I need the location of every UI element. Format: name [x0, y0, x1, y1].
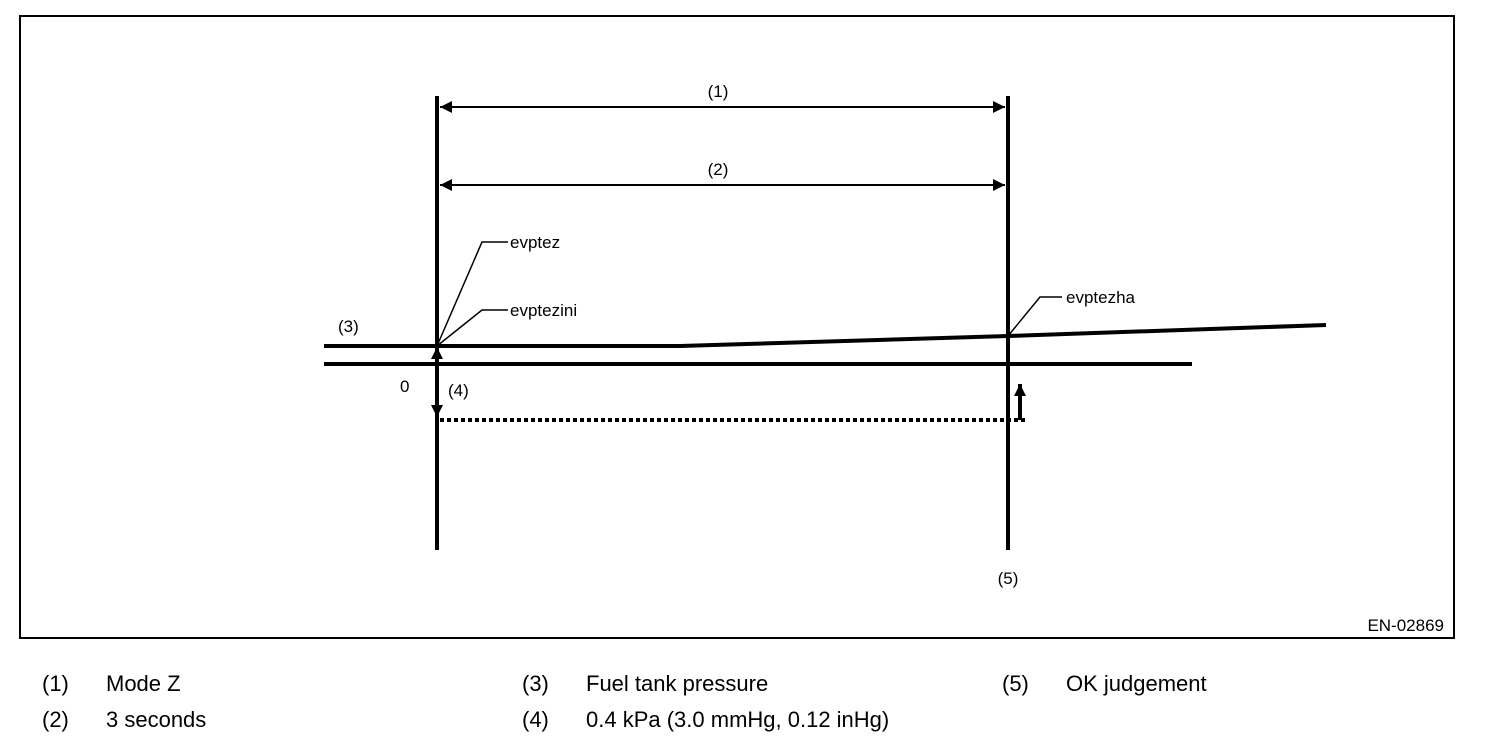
label-evptez: evptez: [510, 233, 560, 252]
label-ok-judgement: (5): [998, 569, 1019, 588]
evptez-leader-line: [436, 241, 508, 347]
label-mode-z: (1): [708, 82, 729, 101]
fuel-tank-pressure-line: [324, 323, 1327, 348]
label-delta-pressure: (4): [448, 381, 469, 400]
diagram-frame: [19, 15, 1455, 639]
evptezha-leader-line: [1007, 296, 1062, 337]
label-evptezha: evptezha: [1066, 288, 1136, 307]
evptezini-leader-line: [436, 309, 508, 347]
label-evptezini: evptezini: [510, 301, 577, 320]
figure-id: EN-02869: [1367, 616, 1444, 635]
label-three-seconds: (2): [708, 160, 729, 179]
label-fuel-pressure: (3): [338, 317, 359, 336]
label-zero: 0: [400, 377, 409, 396]
